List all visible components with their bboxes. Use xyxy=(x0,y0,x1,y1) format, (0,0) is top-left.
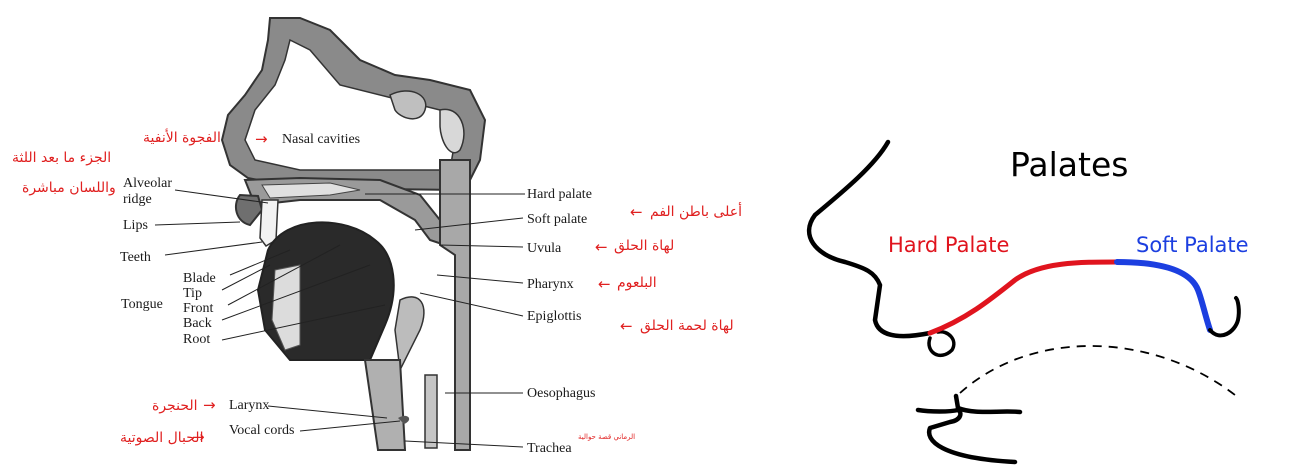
anatomy-diagram: Nasal cavities Alveolar ridge Lips Teeth… xyxy=(0,0,780,468)
label-hard-palate: Hard palate xyxy=(527,187,592,202)
label-larynx: Larynx xyxy=(229,398,269,413)
hard-palate-label: Hard Palate xyxy=(888,233,1009,257)
ar-nasal-cavity-text: الفجوة الأنفية xyxy=(143,130,221,146)
label-epiglottis: Epiglottis xyxy=(527,309,581,324)
lower-lip xyxy=(929,332,954,356)
larynx-tube xyxy=(365,360,405,450)
ar-hard-palate: أعلى باطن الفم xyxy=(650,204,742,220)
label-ridge: ridge xyxy=(123,192,152,207)
ar-vocal-cords: الحبال الصوتية xyxy=(120,430,203,446)
watermark-text: الرماني قصة حوالية xyxy=(578,433,635,441)
soft-palate-label: Soft Palate xyxy=(1136,233,1249,257)
lower-jaw xyxy=(918,396,1020,462)
ar-larynx: الحنجرة xyxy=(152,398,198,414)
pharynx-wall xyxy=(440,160,470,450)
label-teeth: Teeth xyxy=(120,250,151,265)
label-nasal-cavities: Nasal cavities xyxy=(282,132,360,147)
label-oesophagus: Oesophagus xyxy=(527,386,595,401)
ar-pharynx: البلعوم xyxy=(617,275,657,291)
arrow-right-icon: → xyxy=(255,130,268,148)
label-trachea: Trachea xyxy=(527,441,572,456)
tongue-arc xyxy=(960,346,1235,395)
label-uvula: Uvula xyxy=(527,241,561,256)
ar-epiglottis: لهاة لحمة الحلق xyxy=(640,318,734,334)
label-vocal-cords: Vocal cords xyxy=(229,423,294,438)
palates-title: Palates xyxy=(1010,145,1128,184)
anatomy-drawing xyxy=(0,0,780,468)
label-soft-palate: Soft palate xyxy=(527,212,587,227)
arrow-right-icon: → xyxy=(203,396,216,414)
ar-nasal-cavity: الفجوة الأنفية xyxy=(143,130,221,146)
oesophagus xyxy=(425,375,437,448)
arrow-right-icon: → xyxy=(192,428,205,446)
label-alveolar: Alveolar xyxy=(123,176,172,191)
ar-post-alveolar-2: واللسان مباشرة xyxy=(22,180,116,196)
label-blade: Blade xyxy=(183,271,216,286)
label-back: Back xyxy=(183,316,212,331)
label-root: Root xyxy=(183,332,210,347)
ar-post-alveolar-1: الجزء ما بعد اللثة xyxy=(12,150,111,166)
uvula-outline xyxy=(1210,298,1239,335)
label-pharynx: Pharynx xyxy=(527,277,574,292)
label-front: Front xyxy=(183,301,213,316)
arrow-left-icon: ← xyxy=(598,275,611,293)
label-lips: Lips xyxy=(123,218,148,233)
hard-palate-curve xyxy=(930,262,1117,333)
palates-diagram: Palates Hard Palate Soft Palate xyxy=(780,0,1297,468)
label-tip: Tip xyxy=(183,286,202,301)
arrow-left-icon: ← xyxy=(595,238,608,256)
arrow-left-icon: ← xyxy=(620,317,633,335)
arrow-left-icon: ← xyxy=(630,203,643,221)
soft-palate-curve xyxy=(1117,262,1210,330)
ar-uvula: لهاة الحلق xyxy=(614,238,674,254)
label-tongue: Tongue xyxy=(121,297,163,312)
